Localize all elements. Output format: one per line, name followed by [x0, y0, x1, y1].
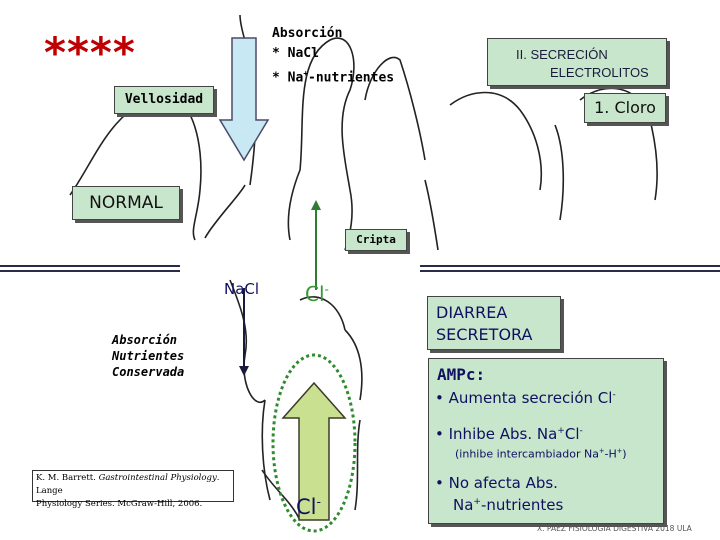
crypt-outline — [229, 279, 363, 521]
cripta-up-arrow — [311, 200, 321, 290]
reference-line2: Physiology Series. McGraw-Hill, 2006. — [36, 499, 203, 509]
absorcion-title: Absorción — [272, 26, 343, 41]
absorcion-nutrientes: * Na+-nutrientes — [272, 69, 395, 86]
reference-citation: K. M. Barrett. Gastrointestinal Physiolo… — [32, 470, 234, 509]
diarrea-line1: DIARREA — [436, 303, 508, 322]
cripta-label: Cripta — [345, 229, 407, 251]
ampc-note: (inhibe intercambiador Na+-H+) — [455, 447, 627, 461]
ampc-bullet-2: • Inhibe Abs. Na+Cl- — [435, 425, 583, 443]
chloride-secretion-arrow — [271, 353, 357, 533]
secrecion-box: II. SECRECIÓN ELECTROLITOS — [487, 38, 667, 86]
absorcion-conservada-label: Absorción Nutrientes Conservada — [112, 332, 184, 380]
absorcion-conservada-line1: Absorción — [112, 333, 178, 347]
cloro-label: 1. Cloro — [584, 93, 666, 123]
normal-label: NORMAL — [72, 186, 180, 220]
footer-credit: X. PÁEZ FISIOLOGÍA DIGESTIVA 2018 ULA — [537, 524, 692, 533]
absorcion-top-label: Absorción * NaCl * Na+-nutrientes — [272, 24, 394, 88]
secrecion-line1: II. SECRECIÓN — [516, 47, 608, 62]
reference-line1: K. M. Barrett. Gastrointestinal Physiolo… — [36, 473, 220, 496]
diarrea-line2: SECRETORA — [436, 325, 533, 344]
ampc-bullet-3-line1: • No afecta Abs. — [435, 474, 558, 492]
vellosidad-label: Vellosidad — [114, 86, 214, 114]
ampc-bullet-3: • No afecta Abs. Na+-nutrientes — [435, 474, 563, 515]
diarrea-secretora-box: DIARREA SECRETORA — [427, 296, 561, 350]
absorcion-conservada-line2: Nutrientes — [112, 349, 185, 363]
absorcion-nacl: * NaCl — [272, 46, 319, 61]
mucosa-baseline — [0, 265, 720, 272]
chloride-bottom-label: Cl- — [296, 494, 322, 519]
nacl-label: NaCl — [224, 280, 260, 298]
absorcion-conservada-line3: Conservada — [112, 365, 185, 379]
ampc-bullet-1: • Aumenta secreción Cl- — [435, 389, 616, 407]
nacl-down-arrow — [239, 288, 249, 376]
secrecion-line2: ELECTROLITOS — [550, 65, 649, 80]
ampc-title: AMPc: — [437, 365, 486, 384]
chloride-top-label: Cl- — [305, 282, 329, 306]
ampc-box: AMPc: • Aumenta secreción Cl- • Inhibe A… — [428, 358, 664, 524]
absorption-arrow — [218, 37, 270, 162]
ampc-bullet-3-line2: Na+-nutrientes — [453, 496, 564, 514]
emphasis-stars: **** — [44, 28, 136, 77]
